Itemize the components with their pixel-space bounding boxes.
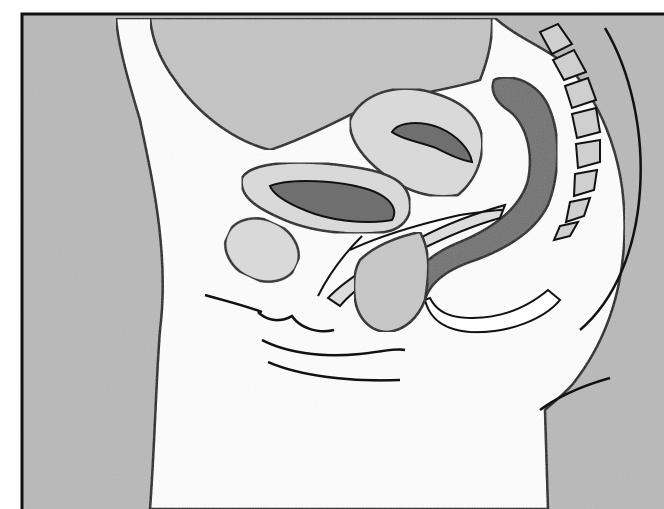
vertebra-5 — [576, 140, 600, 168]
vertebra-4 — [572, 108, 600, 138]
